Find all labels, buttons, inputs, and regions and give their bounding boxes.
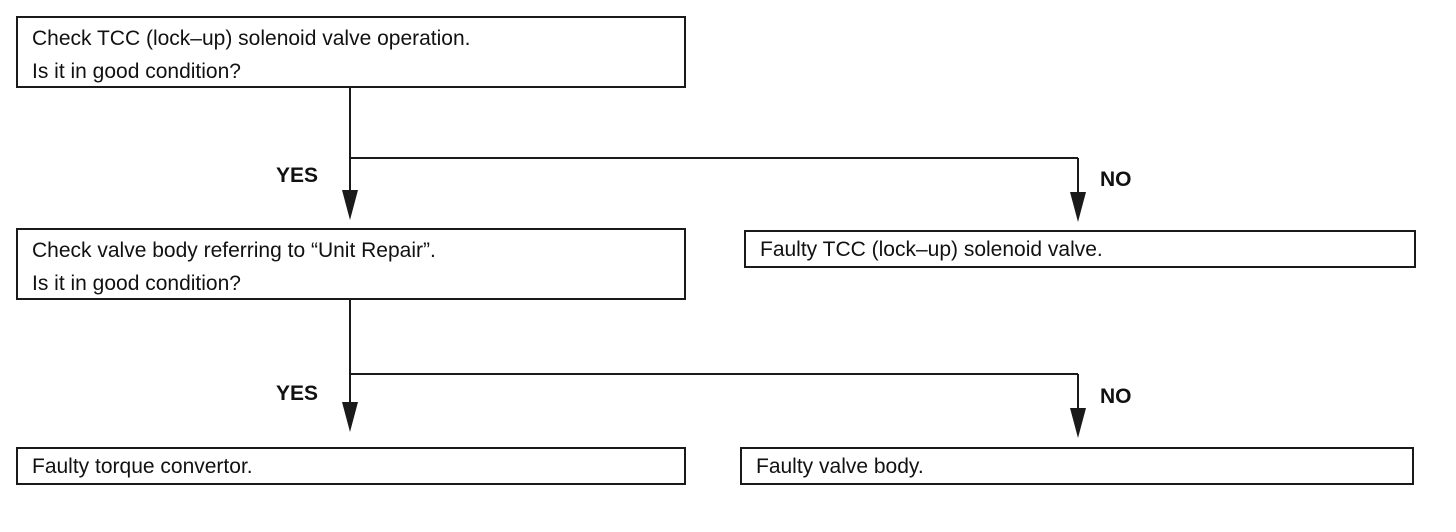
arrowhead-no-1 — [1070, 192, 1086, 222]
node-faulty-valve-body: Faulty valve body. — [740, 447, 1414, 485]
branch-label-yes-2: YES — [276, 382, 319, 405]
branch-label-no-1: NO — [1100, 168, 1132, 191]
node-faulty-torque-convertor-text: Faulty torque convertor. — [32, 455, 253, 478]
node-faulty-tcc-text: Faulty TCC (lock–up) solenoid valve. — [760, 238, 1103, 261]
node-check-valve-body-line2: Is it in good condition? — [32, 272, 241, 295]
node-check-valve-body: Check valve body referring to “Unit Repa… — [16, 228, 686, 300]
node-check-valve-body-line1: Check valve body referring to “Unit Repa… — [32, 239, 436, 262]
arrowhead-yes-1 — [342, 190, 358, 220]
node-faulty-tcc-solenoid: Faulty TCC (lock–up) solenoid valve. — [744, 230, 1416, 268]
arrowhead-no-2 — [1070, 408, 1086, 438]
arrowhead-yes-2 — [342, 402, 358, 432]
node-faulty-valve-body-text: Faulty valve body. — [756, 455, 924, 478]
branch-label-no-2: NO — [1100, 385, 1132, 408]
node-check-tcc-solenoid: Check TCC (lock–up) solenoid valve opera… — [16, 16, 686, 88]
node-faulty-torque-convertor: Faulty torque convertor. — [16, 447, 686, 485]
branch-label-yes-1: YES — [276, 164, 319, 187]
node-check-tcc-line1: Check TCC (lock–up) solenoid valve opera… — [32, 27, 471, 50]
node-check-tcc-line2: Is it in good condition? — [32, 60, 241, 83]
